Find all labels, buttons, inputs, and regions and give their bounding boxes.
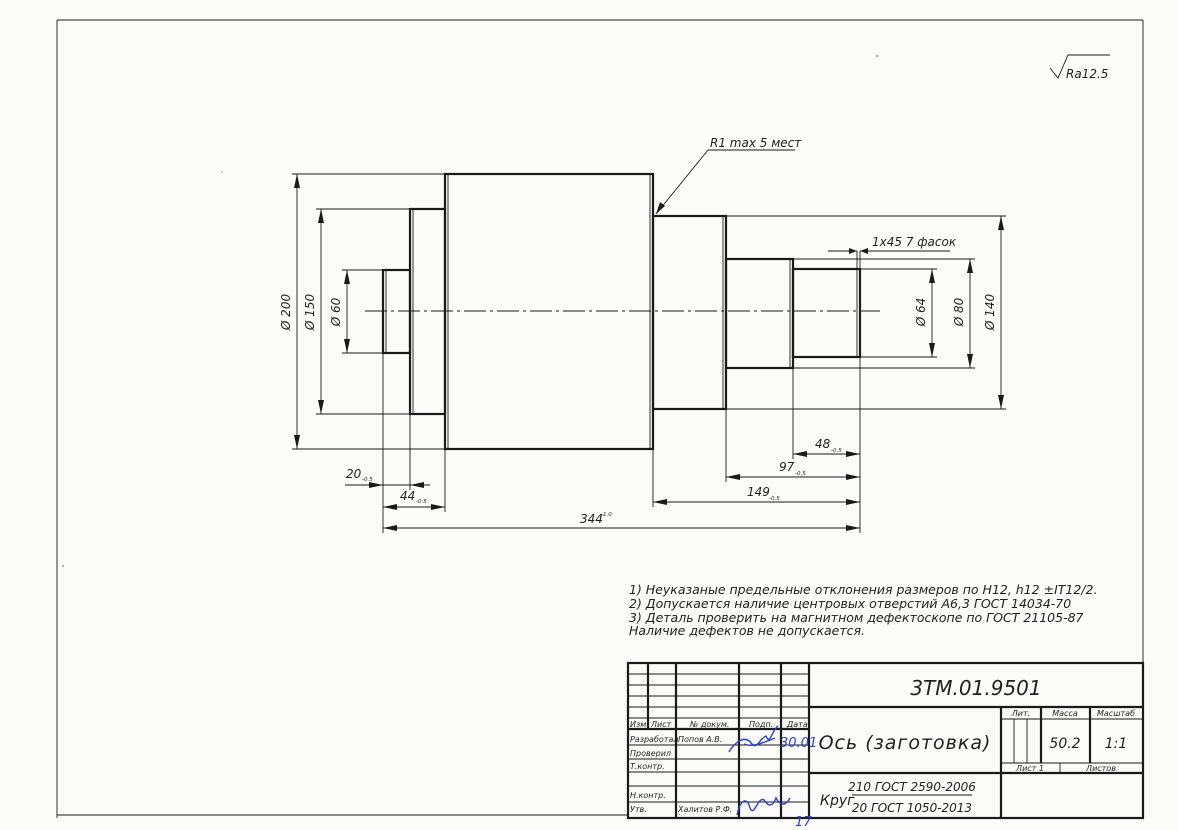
dim-d200: Ø 200 xyxy=(279,294,293,332)
dim-d64: Ø 64 xyxy=(914,298,928,328)
role-ncontrol: Н.контр. xyxy=(630,791,666,800)
doc-number: 3ТМ.01.9501 xyxy=(910,676,1041,700)
hdr-scale: Масштаб xyxy=(1097,709,1135,718)
note-2: 2) Допускается наличие центровых отверст… xyxy=(629,596,1071,611)
hdr-lit: Лит. xyxy=(1011,709,1030,718)
dim-l344-tol: -1.0 xyxy=(601,512,612,518)
technical-notes: 1) Неуказаные предельные отклонения разм… xyxy=(629,582,1097,638)
chamfer-note: 1x45 7 фасок xyxy=(872,235,957,249)
role-tcontrol: Т.контр. xyxy=(630,762,665,771)
col-sign: Подп. xyxy=(749,720,773,729)
fillet-note: R1 max 5 мест xyxy=(710,136,802,150)
dim-l149-tol: -0.5 xyxy=(769,496,780,502)
dim-l20: 20 xyxy=(346,467,362,481)
role-checked: Проверил xyxy=(630,749,671,758)
material-prefix: Круг xyxy=(820,793,855,809)
dim-l149: 149 xyxy=(747,485,770,499)
left-diameter-dims: Ø 200 Ø 150 Ø 60 xyxy=(279,173,445,450)
col-date: Дата xyxy=(786,720,808,729)
dim-l48-tol: -0.5 xyxy=(831,448,842,454)
dim-l44: 44 xyxy=(400,489,415,503)
dim-d80: Ø 80 xyxy=(952,297,966,327)
date-developer: 30.01 xyxy=(780,736,817,751)
dim-l48: 48 xyxy=(815,437,831,451)
roughness-value: Ra12.5 xyxy=(1066,67,1108,81)
mass-value: 50.2 xyxy=(1049,736,1080,752)
length-dims: 20 -0.5 44 -0.5 344 -1.0 48 -0.5 97 -0.5… xyxy=(345,353,861,533)
dim-l97-tol: -0.5 xyxy=(795,471,806,477)
dim-d60: Ø 60 xyxy=(329,297,343,327)
role-approved: Утв. xyxy=(630,805,647,814)
hdr-sheet: Лист 1 xyxy=(1015,764,1044,773)
right-diameter-dims: Ø 64 Ø 80 Ø 140 xyxy=(726,215,1006,410)
col-izm: Изм. xyxy=(630,720,649,729)
title-block: 3ТМ.01.9501 Ось (заготовка) 210 ГОСТ 259… xyxy=(626,661,1145,820)
sheet-frame xyxy=(56,19,1144,818)
material-top: 210 ГОСТ 2590-2006 xyxy=(848,780,976,794)
fillet-callout: R1 max 5 мест xyxy=(655,136,802,215)
hdr-mass: Масса xyxy=(1052,709,1078,718)
shaft-outline xyxy=(381,172,862,451)
hdr-sheets: Листов xyxy=(1085,764,1116,773)
col-doc: № докум. xyxy=(689,720,729,729)
signature-developer: 30.01 xyxy=(728,725,817,753)
date-approved: 17 xyxy=(795,815,812,830)
dim-l344: 344 xyxy=(580,512,603,526)
dim-l97: 97 xyxy=(779,460,795,474)
note-1: 1) Неуказаные предельные отклонения разм… xyxy=(629,582,1097,597)
signature-approved: 17 xyxy=(736,796,812,830)
name-developer: Попов А.В. xyxy=(678,735,722,744)
scale-value: 1:1 xyxy=(1105,736,1128,752)
material-bottom: 20 ГОСТ 1050-2013 xyxy=(852,801,972,815)
roughness-symbol: Ra12.5 xyxy=(1049,54,1110,81)
dim-d150: Ø 150 xyxy=(303,294,317,332)
note-4: Наличие дефектов не допускается. xyxy=(629,623,865,638)
name-approved: Халитов Р.Ф. xyxy=(677,805,732,814)
col-list: Лист xyxy=(650,720,672,729)
chamfer-callout: 1x45 7 фасок xyxy=(828,235,957,269)
dim-d140: Ø 140 xyxy=(983,294,997,332)
note-3: 3) Деталь проверить на магнитном дефекто… xyxy=(629,610,1084,625)
dim-l44-tol: -0.5 xyxy=(416,499,427,505)
part-name: Ось (заготовка) xyxy=(819,732,992,754)
role-developer: Разработал xyxy=(630,735,678,744)
scan-specks xyxy=(62,55,878,567)
dim-l20-tol: -0.5 xyxy=(362,477,373,483)
